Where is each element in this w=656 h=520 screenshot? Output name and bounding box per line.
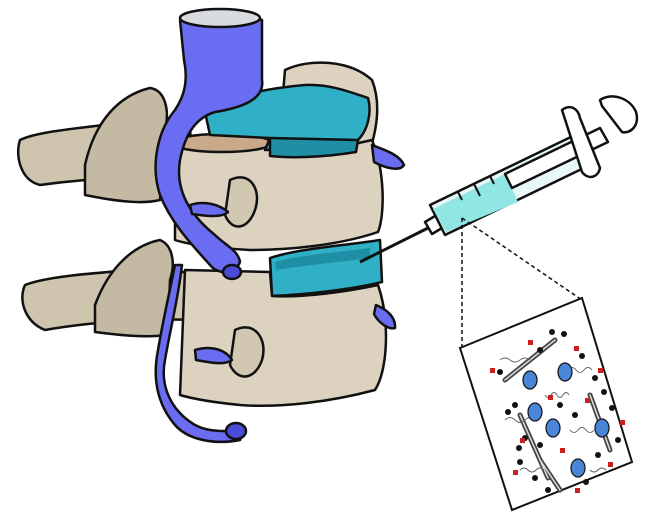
vein-cross-section (178, 7, 262, 29)
lower-vein (154, 263, 247, 444)
syringe-tick-3 (489, 175, 495, 185)
vein-branch-lower (193, 346, 234, 365)
upper-vein (154, 14, 264, 274)
cell (545, 418, 561, 438)
cell (594, 418, 610, 438)
lower-vertebral-body (178, 268, 388, 408)
syringe-tick-2 (473, 183, 481, 197)
spine-illustration (16, 7, 406, 444)
syringe-fluid (433, 174, 518, 232)
syringe-tick-1 (457, 191, 463, 201)
upper-facet (223, 176, 259, 228)
cell (570, 458, 586, 478)
crosslinkers (490, 340, 625, 493)
vein-branch-upper (188, 201, 230, 218)
cell (557, 362, 573, 382)
disc-nucleus-shadow (275, 248, 370, 270)
crosslink-nodes (497, 329, 621, 493)
top-disc-rim (268, 136, 360, 159)
inset-frame (458, 296, 634, 512)
cell (522, 370, 538, 390)
syringe-plunger-head (598, 95, 639, 134)
hydrogel-inset (458, 217, 634, 512)
syringe-icon (359, 95, 639, 264)
vein-branch-right (370, 143, 406, 170)
cells (522, 362, 610, 478)
vein-branch-right-lower (372, 303, 397, 330)
syringe-flange (560, 106, 602, 179)
lower-facet (228, 326, 265, 378)
cell (527, 402, 543, 422)
zoom-line-right (461, 217, 583, 301)
syringe-needle (359, 220, 441, 264)
vein-end-mid (221, 263, 243, 281)
vein-end-lower (224, 421, 248, 441)
lower-spinous-process (93, 238, 174, 338)
upper-spinous-process (83, 86, 169, 204)
